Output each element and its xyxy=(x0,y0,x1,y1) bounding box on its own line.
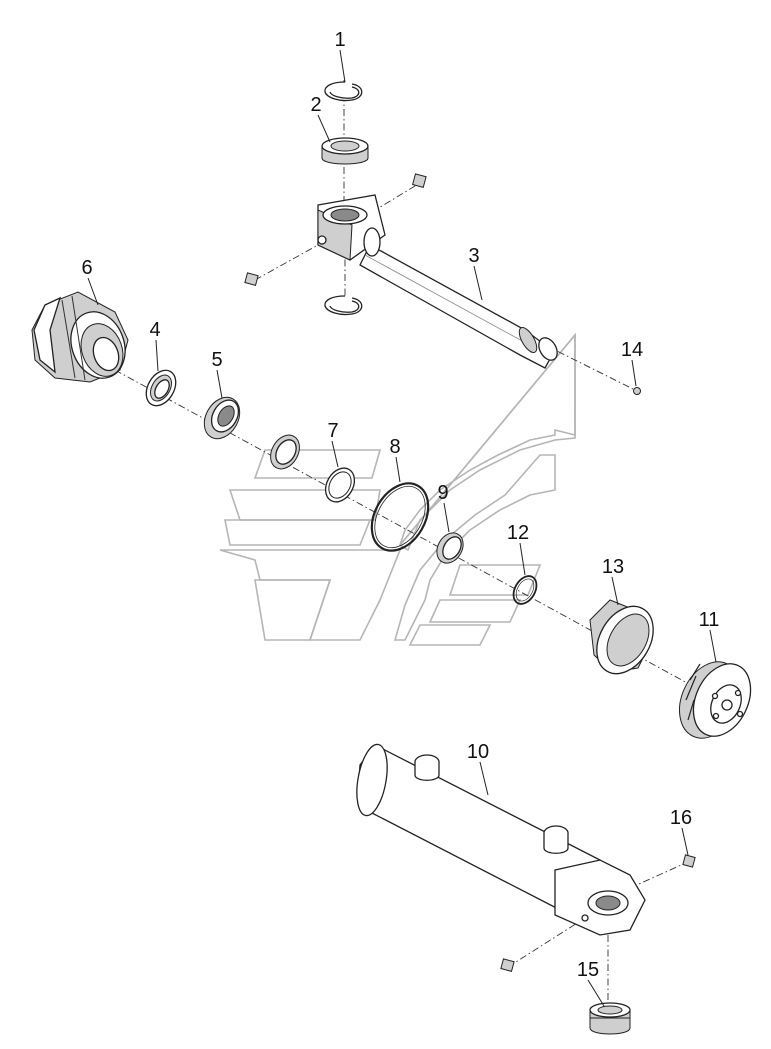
part-16-grease-nipple xyxy=(682,854,696,868)
callout-14: 14 xyxy=(621,339,643,361)
callout-13: 13 xyxy=(602,556,624,578)
part-7-o-ring xyxy=(324,467,356,503)
callout-5: 5 xyxy=(211,349,222,371)
part-10-cylinder-barrel xyxy=(356,743,646,936)
grease-nipple-rod-right xyxy=(412,173,427,188)
callout-12: 12 xyxy=(507,522,529,544)
part-3-piston-rod xyxy=(317,194,558,369)
leader-lines xyxy=(87,49,717,1007)
part-5-wiper-seal xyxy=(203,396,241,440)
callout-1: 1 xyxy=(334,29,345,51)
callout-11: 11 xyxy=(699,609,720,631)
part-1-snap-ring xyxy=(324,81,363,102)
callout-3: 3 xyxy=(468,245,479,267)
part-6-cylinder-head xyxy=(31,291,129,383)
part-2-spherical-bearing xyxy=(321,137,369,165)
watermark-logo xyxy=(219,332,576,646)
callout-10: 10 xyxy=(467,741,489,763)
part-1-snap-ring-lower xyxy=(324,295,363,316)
grease-nipple-rod-left xyxy=(244,272,259,286)
part-12-o-ring-small xyxy=(512,575,538,605)
part-15-spherical-bearing xyxy=(589,1002,631,1035)
part-8-o-ring-large xyxy=(370,482,430,552)
callout-7: 7 xyxy=(327,420,338,442)
callout-4: 4 xyxy=(149,319,160,341)
callout-16: 16 xyxy=(670,807,692,829)
callout-15: 15 xyxy=(577,959,599,981)
grease-nipple-barrel-left xyxy=(500,958,515,972)
guide-ring xyxy=(270,434,300,470)
part-13-wear-ring xyxy=(589,599,654,675)
callout-9: 9 xyxy=(437,482,448,504)
part-4-seal-ring xyxy=(145,369,177,407)
part-9-seal-ring xyxy=(436,532,464,564)
callout-2: 2 xyxy=(310,94,321,116)
callout-8: 8 xyxy=(389,436,400,458)
assembly-axes xyxy=(114,80,701,1000)
part-14-grease-nipple xyxy=(633,387,641,395)
part-11-piston xyxy=(679,661,752,739)
callout-6: 6 xyxy=(81,257,92,279)
callout-labels: 1 2 3 4 5 6 7 8 9 10 11 12 13 14 15 16 xyxy=(81,29,719,981)
